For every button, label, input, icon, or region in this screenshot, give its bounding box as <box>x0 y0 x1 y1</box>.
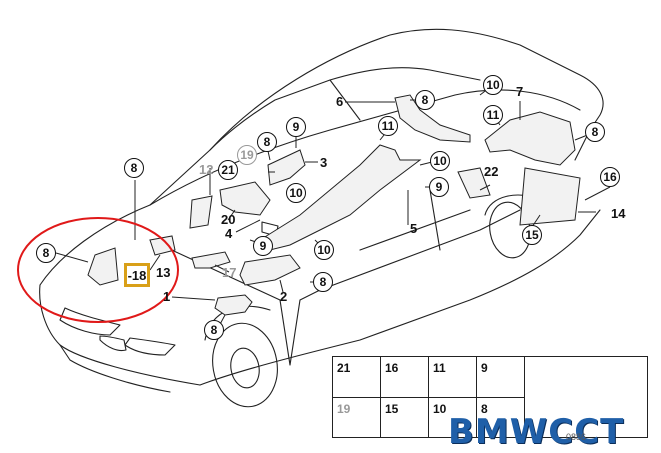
watermark-logo: BMWCCT <box>448 412 625 452</box>
part-18-bracket <box>87 247 119 286</box>
fastener-legend: 21 16 11 9 19 15 10 8 <box>332 356 648 438</box>
legend-number: 21 <box>337 361 351 375</box>
label-20: 20 <box>221 212 236 227</box>
part-3-shield <box>267 149 306 186</box>
legend-number: 19 <box>337 402 351 416</box>
label-7: 7 <box>516 84 524 99</box>
part-17-shield <box>191 251 231 269</box>
label-6: 6 <box>336 94 344 109</box>
callout-8: 8 <box>415 90 435 110</box>
part-20-shield <box>219 181 271 216</box>
callout-10: 10 <box>483 75 503 95</box>
callout-9: 9 <box>286 117 306 137</box>
label-5: 5 <box>410 221 418 236</box>
legend-number: 11 <box>433 361 446 375</box>
part-22-bracket <box>457 167 491 199</box>
callout-16: 16 <box>600 167 620 187</box>
legend-number: 9 <box>481 361 488 375</box>
callout-8: 8 <box>124 158 144 178</box>
callout-9: 9 <box>253 236 273 256</box>
part-14-plate <box>519 167 581 226</box>
legend-number: 15 <box>385 402 399 416</box>
callout-8: 8 <box>585 122 605 142</box>
callout-10: 10 <box>430 151 450 171</box>
legend-cell: 19 <box>333 398 381 438</box>
label-1: 1 <box>163 289 171 304</box>
label-17: 17 <box>222 265 237 280</box>
car-body-outline <box>39 28 604 286</box>
legend-cell: 11 <box>429 357 477 398</box>
legend-number: 8 <box>481 402 488 416</box>
callout-21: 21 <box>218 160 238 180</box>
label-13: 13 <box>156 265 171 280</box>
callout-8: 8 <box>257 132 277 152</box>
callout-9: 9 <box>429 177 449 197</box>
part-13-bracket <box>149 235 176 256</box>
part-12-plate <box>189 195 213 229</box>
part-1-shield <box>214 294 253 316</box>
legend-cell: 16 <box>381 357 429 398</box>
legend-cell: 10 <box>429 398 477 438</box>
highlight-oval <box>17 217 179 323</box>
callout-19: 19 <box>237 145 257 165</box>
part-7-shield <box>484 111 576 166</box>
legend-number: 16 <box>385 361 399 375</box>
legend-cell: 9 <box>477 357 525 398</box>
part-tunnel <box>259 144 422 251</box>
callout-15: 15 <box>522 225 542 245</box>
legend-cell: 15 <box>381 398 429 438</box>
label-22: 22 <box>484 164 499 179</box>
callout-10: 10 <box>286 183 306 203</box>
label-12: 12 <box>199 162 214 177</box>
callout-10: 10 <box>314 240 334 260</box>
callout-11: 11 <box>378 116 398 136</box>
part-2-shield <box>239 254 301 286</box>
legend-number: 10 <box>433 402 447 416</box>
drawing-code: 0886 <box>566 432 587 442</box>
callout-11: 11 <box>483 105 503 125</box>
legend-cell: 21 <box>333 357 381 398</box>
legend-cell: 8 <box>477 398 525 438</box>
label-2: 2 <box>280 289 288 304</box>
label-14: 14 <box>611 206 626 221</box>
highlighted-part-18: -18 <box>124 263 150 287</box>
label-3: 3 <box>320 155 328 170</box>
callout-8: 8 <box>313 272 333 292</box>
label-4: 4 <box>225 226 233 241</box>
callout-8: 8 <box>36 243 56 263</box>
callout-8: 8 <box>204 320 224 340</box>
